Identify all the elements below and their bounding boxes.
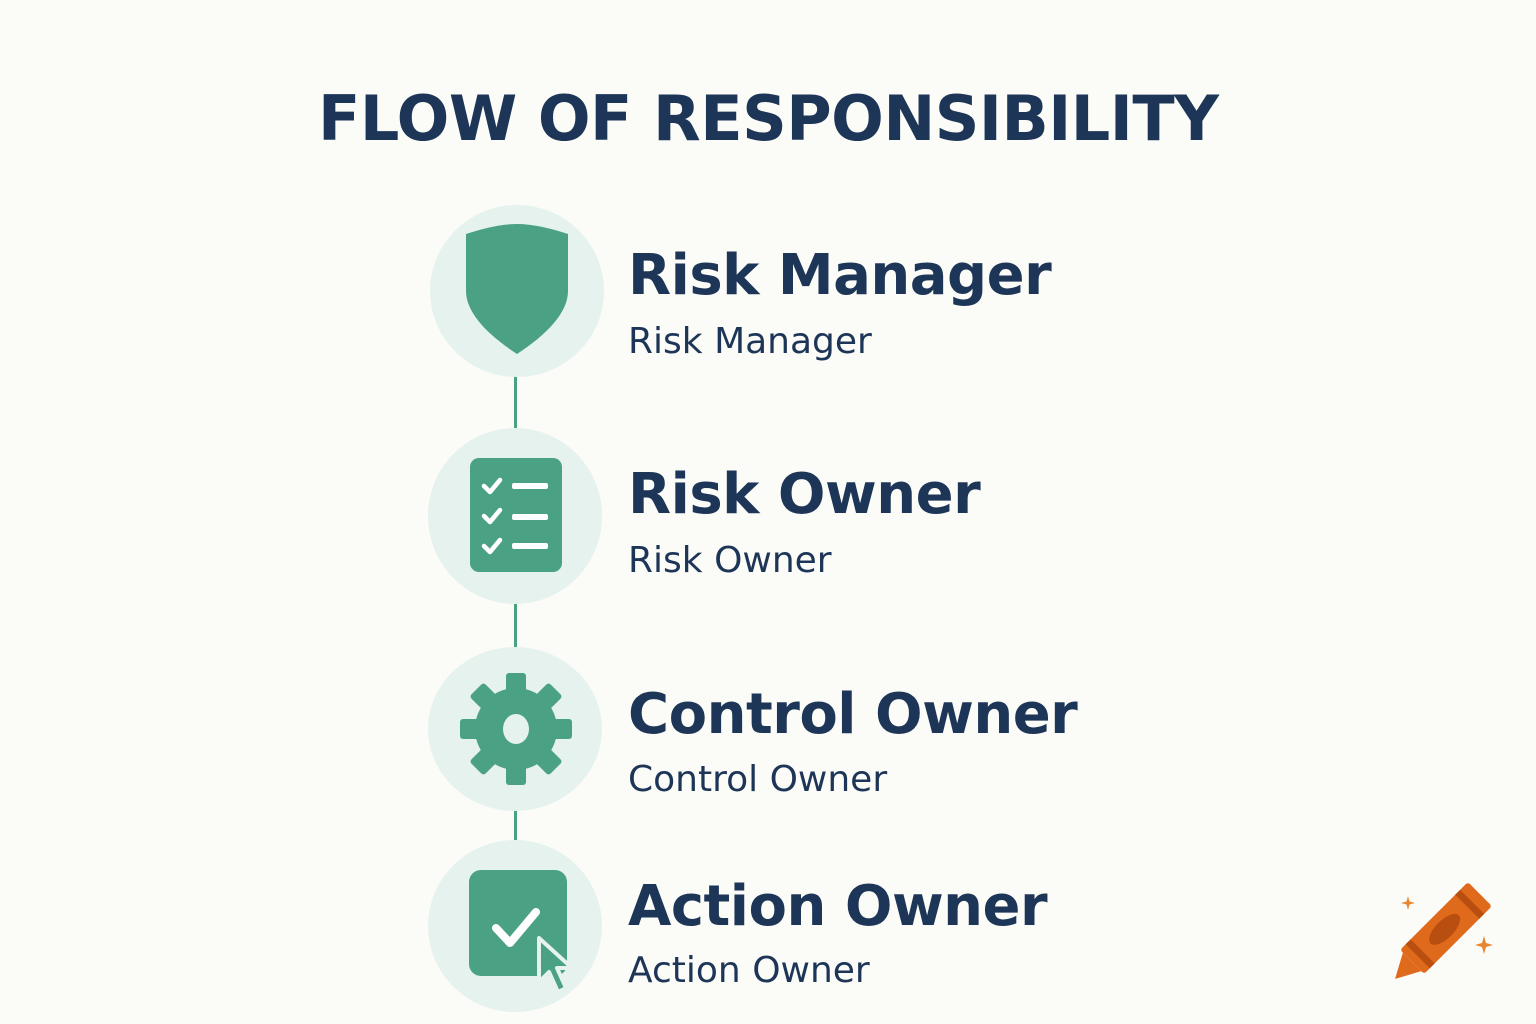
shield-icon xyxy=(466,224,568,354)
step-title: Risk Manager xyxy=(628,243,1052,308)
icon-circle xyxy=(428,647,602,811)
step-title: Risk Owner xyxy=(628,462,981,527)
step-subtitle: Risk Manager xyxy=(628,321,872,362)
step-title: Action Owner xyxy=(628,874,1048,939)
icon-circle xyxy=(430,205,604,377)
step-subtitle: Action Owner xyxy=(628,950,870,991)
icon-circle xyxy=(428,840,602,1012)
connector-line-3 xyxy=(514,810,517,856)
step-subtitle: Risk Owner xyxy=(628,540,832,581)
checkbox-cursor-icon xyxy=(469,870,574,994)
checklist-icon xyxy=(470,458,562,572)
gear-icon xyxy=(460,673,572,785)
step-subtitle: Control Owner xyxy=(628,759,888,800)
diagram-title: FLOW OF RESPONSIBILITY xyxy=(318,82,1219,155)
icon-circle xyxy=(428,428,602,604)
crayon-icon xyxy=(1395,883,1493,979)
step-title: Control Owner xyxy=(628,682,1078,747)
connector-line-2 xyxy=(514,594,517,658)
connector-line-1 xyxy=(514,376,517,440)
